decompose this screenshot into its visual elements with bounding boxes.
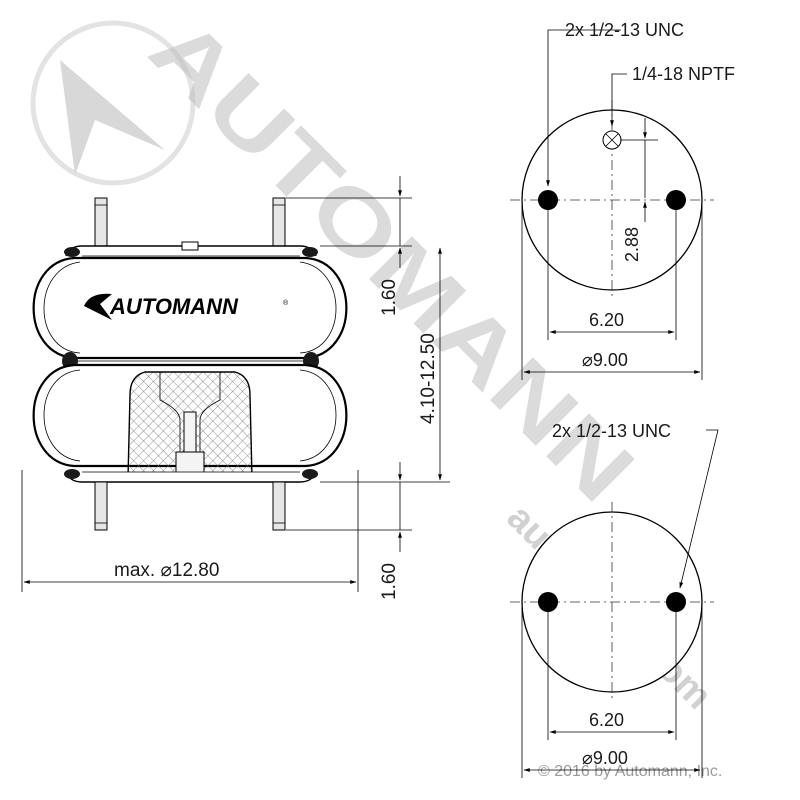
top-plate-view: 2x 1/2-13 UNC 1/4-18 NPTF 2.88 6.20 ⌀9.0… [510,20,735,380]
air-port-icon [602,130,622,150]
bottom-diameter-label: ⌀9.00 [582,748,628,768]
bottom-stud-height-label: 1.60 [379,563,400,600]
top-stud-right [272,197,286,247]
automann-logo-text: AUTOMANN [109,294,239,319]
bottom-stud-right [272,481,286,531]
height-range-label: 4.10-12.50 [418,333,439,424]
watermark-logo-icon [30,20,196,186]
bottom-plate-view: 2x 1/2-13 UNC 6.20 ⌀9.00 [510,421,719,778]
automann-logo: AUTOMANN ® [84,293,289,320]
top-stud-hole-left [538,190,558,210]
top-stud-spacing-label: 6.20 [589,310,624,330]
bottom-bead-plate [64,469,318,483]
top-diameter-label: ⌀9.00 [582,350,628,370]
bottom-stud-left [94,481,108,531]
port-callout: 1/4-18 NPTF [632,64,735,84]
side-view: AUTOMANN ® max. ⌀12.80 1.60 4.10-12.50 [21,176,450,600]
height-dimension: 4.10-12.50 [320,247,450,483]
port-offset-label: 2.88 [622,227,642,262]
copyright-text: © 2016 by Automann, Inc. [538,763,722,780]
automann-logo-icon [84,293,112,320]
bottom-stud-hole-right [666,592,686,612]
top-stud-height-label: 1.60 [379,279,400,316]
top-bead-plate [64,241,318,257]
top-studs-callout: 2x 1/2-13 UNC [565,20,684,40]
top-stud-left [94,197,108,247]
top-stud-hole-right [666,190,686,210]
bottom-stud-dimension: 1.60 [286,462,412,600]
width-dimension: max. ⌀12.80 [21,470,359,592]
bottom-stud-spacing-label: 6.20 [589,710,624,730]
bottom-stud-hole-left [538,592,558,612]
svg-text:®: ® [283,299,289,307]
bottom-studs-callout: 2x 1/2-13 UNC [552,421,671,441]
width-label: max. ⌀12.80 [114,560,219,581]
internal-bumper [127,371,253,479]
top-stud-dimension: 1.60 [286,176,412,316]
